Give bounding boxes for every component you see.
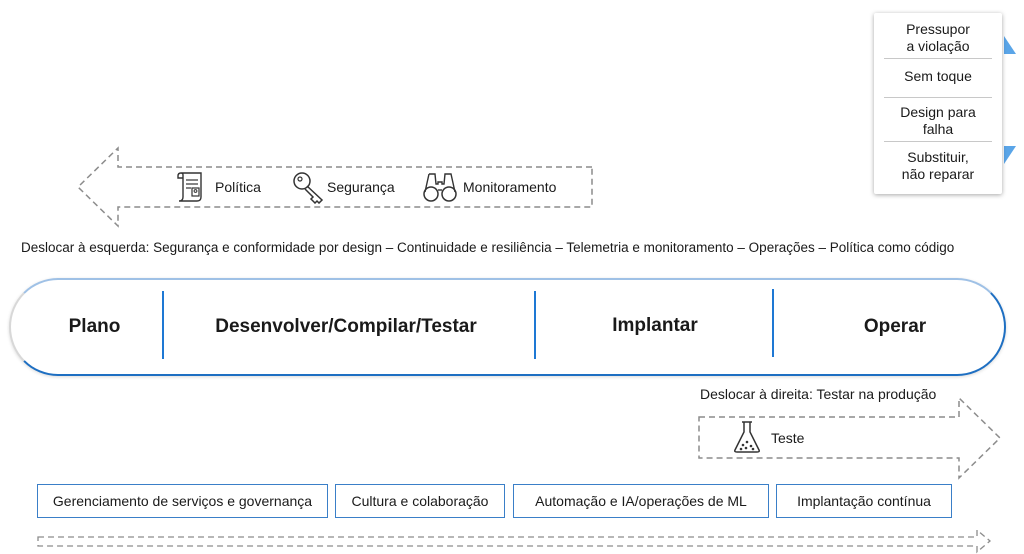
stage-divider <box>534 291 536 359</box>
policy-label: Política <box>215 179 261 195</box>
stage-operate: Operar <box>863 316 927 337</box>
binoculars-icon <box>421 170 459 204</box>
practice-continuous-deployment: Implantação contínua <box>776 484 952 518</box>
stage-develop-build-test: Desenvolver/Compilar/Testar <box>215 316 477 337</box>
practice-culture-collaboration: Cultura e colaboração <box>335 484 505 518</box>
callout-item-no-touch: Sem toque <box>904 68 972 84</box>
policy-icon <box>176 170 208 204</box>
stage-plan: Plano <box>68 316 121 337</box>
practice-service-management: Gerenciamento de serviços e governança <box>37 484 328 518</box>
callout-divider <box>884 97 992 98</box>
stage-divider <box>162 291 164 359</box>
key-icon <box>292 170 326 205</box>
shift-left-description: Deslocar à esquerda: Segurança e conform… <box>21 240 955 255</box>
callout-item-design-for-failure: Design para falha <box>900 104 976 137</box>
security-label: Segurança <box>327 179 395 195</box>
callout-item-assume-breach: Pressupor a violação <box>906 21 970 54</box>
principles-callout: Pressupor a violação Sem toque Design pa… <box>874 13 1002 194</box>
flask-icon <box>732 420 762 454</box>
practice-automation-aiops: Automação e IA/operações de ML <box>513 484 769 518</box>
callout-divider <box>884 141 992 142</box>
shift-right-description: Deslocar à direita: Testar na produção <box>700 386 937 402</box>
bottom-dashed-arrow <box>37 528 992 554</box>
callout-divider <box>884 58 992 59</box>
callout-tab-top <box>1004 36 1016 54</box>
monitoring-label: Monitoramento <box>463 179 557 195</box>
stage-deploy: Implantar <box>612 315 698 336</box>
devops-pipeline <box>9 278 1006 376</box>
callout-item-replace-not-repair: Substituir, não reparar <box>901 149 975 182</box>
test-label: Teste <box>771 430 805 446</box>
stage-divider <box>772 289 774 357</box>
callout-tab-bottom <box>1004 146 1016 164</box>
